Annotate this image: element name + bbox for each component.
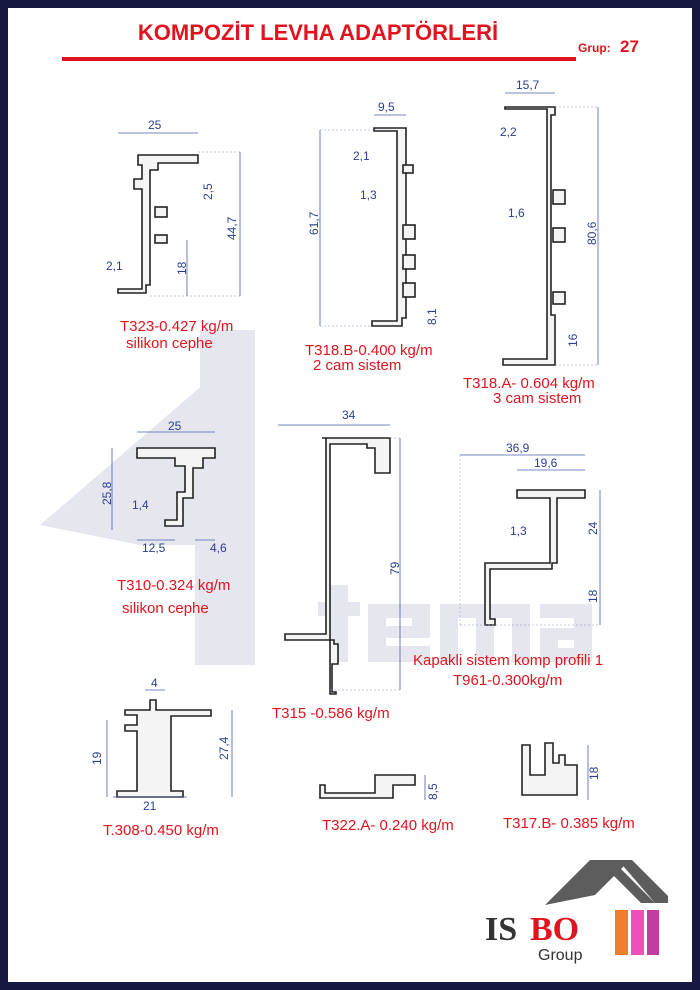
profile-sublabel: 3 cam sistem xyxy=(493,390,581,407)
profile-shape xyxy=(371,127,407,327)
profile-t317b: 18 T317.B- 0.385 kg/m xyxy=(503,742,635,832)
dimension-label: 4,6 xyxy=(210,541,227,555)
profile-shape xyxy=(368,604,430,662)
profile-t318b: 9,5 61,7 2,1 1,3 8,1 T318.B-0.400 kg/m 2… xyxy=(305,100,439,374)
dimension-label: 8,1 xyxy=(425,308,439,325)
profile-label: T315 -0.586 kg/m xyxy=(272,705,390,722)
dimension-label: 1,4 xyxy=(132,498,149,512)
profile-shape xyxy=(552,227,566,243)
dimension-label: 18 xyxy=(587,766,601,780)
profile-shape xyxy=(154,234,168,244)
profile-shape xyxy=(545,860,630,905)
profile-label: T323-0.427 kg/m xyxy=(120,318,233,335)
dimension-label: 36,9 xyxy=(506,441,530,455)
profile-t322a: 8,5 T322.A- 0.240 kg/m xyxy=(319,774,454,834)
dimension-label: 27,4 xyxy=(217,736,231,760)
profile-t310: 25 25,8 1,4 12,5 4,6 T310-0.324 kg/m sil… xyxy=(100,419,230,617)
dimension-label: 2,2 xyxy=(500,125,517,139)
dimension-label: 15,7 xyxy=(516,78,540,92)
profile-t318a: 15,7 2,2 1,6 80,6 16 T318.A- 0.604 kg/m … xyxy=(463,78,599,407)
profile-shape xyxy=(318,602,360,616)
dimension-label: 19 xyxy=(90,751,104,765)
dimension-label: 8,5 xyxy=(426,783,440,800)
dimension-label: 61,7 xyxy=(307,211,321,235)
dimension-label: 19,6 xyxy=(534,456,558,470)
logo-subtitle: Group xyxy=(538,947,583,964)
dimension-label: 2,1 xyxy=(106,259,123,273)
profile-shape xyxy=(502,106,556,366)
profile-shape xyxy=(440,604,530,662)
profile-sublabel: 2 cam sistem xyxy=(313,357,401,374)
profile-shape xyxy=(647,910,659,955)
dimension-label: 24 xyxy=(586,521,600,535)
profile-shape xyxy=(484,489,586,626)
profile-t315: 34 79 T315 -0.586 kg/m xyxy=(272,408,402,722)
profile-shape xyxy=(402,282,416,298)
dimension-label: 80,6 xyxy=(585,221,599,245)
profile-shape xyxy=(200,330,255,665)
dimension-label: 25 xyxy=(148,118,162,132)
dimension-label: 2,1 xyxy=(353,149,370,163)
profile-sublabel: T961-0.300kg/m xyxy=(453,672,562,689)
dimension-label: 16 xyxy=(566,333,580,347)
profile-label: T318.B-0.400 kg/m xyxy=(305,342,433,359)
dimension-label: 1,3 xyxy=(360,188,377,202)
profile-label: T.308-0.450 kg/m xyxy=(103,822,219,839)
group-label: Grup: xyxy=(578,41,611,55)
profile-label: T322.A- 0.240 kg/m xyxy=(322,817,454,834)
dimension-label: 1,6 xyxy=(508,206,525,220)
dimension-label: 79 xyxy=(388,561,402,575)
profile-shape xyxy=(618,860,668,903)
logo-name-part1: IS xyxy=(485,911,517,948)
dimension-label: 1,3 xyxy=(510,524,527,538)
profile-shape xyxy=(615,910,628,955)
group-number: 27 xyxy=(620,37,639,56)
profile-shape xyxy=(402,254,416,270)
page-title: KOMPOZİT LEVHA ADAPTÖRLERİ xyxy=(138,20,498,45)
dimension-label: 34 xyxy=(342,408,356,422)
profile-shape xyxy=(521,742,578,796)
profile-t308: 4 19 27,4 21 T.308-0.450 kg/m xyxy=(90,676,233,839)
dimension-label: 9,5 xyxy=(378,100,395,114)
dimension-label: 44,7 xyxy=(225,216,239,240)
profile-label: T310-0.324 kg/m xyxy=(117,577,230,594)
profile-t323: 25 2,5 44,7 2,1 18 T323-0.427 kg/m silik… xyxy=(106,118,241,352)
profile-sublabel: silikon cephe xyxy=(126,335,213,352)
profile-shape xyxy=(116,699,212,798)
dimension-label: 2,5 xyxy=(201,183,215,200)
dimension-label: 25 xyxy=(168,419,182,433)
profile-sublabel: silikon cephe xyxy=(122,600,209,617)
profile-shape xyxy=(117,154,199,294)
profile-shape xyxy=(552,291,566,305)
profile-shape xyxy=(136,447,216,527)
dimension-label: 4 xyxy=(151,676,158,690)
profile-shape xyxy=(631,910,644,955)
profile-label: Kapakli sistem komp profili 1 xyxy=(413,652,603,669)
dimension-label: 21 xyxy=(143,799,157,813)
profile-t961: 36,9 19,6 1,3 24 18 Kapakli sistem komp … xyxy=(413,441,603,689)
profile-shape xyxy=(598,860,655,903)
profile-label: T318.A- 0.604 kg/m xyxy=(463,375,595,392)
profile-shape xyxy=(154,206,168,218)
tema-watermark xyxy=(40,330,592,665)
profile-label: T317.B- 0.385 kg/m xyxy=(503,815,635,832)
dimension-label: 12,5 xyxy=(142,541,166,555)
title-underline xyxy=(62,57,576,61)
profile-shape xyxy=(540,604,592,662)
profile-shape xyxy=(402,224,416,240)
logo-name-part2: BO xyxy=(530,911,579,948)
profile-shape xyxy=(402,164,414,174)
dimension-label: 18 xyxy=(175,261,189,275)
dimension-label: 25,8 xyxy=(100,481,114,505)
dimension-label: 18 xyxy=(586,589,600,603)
profile-shape xyxy=(552,189,566,205)
profile-shape xyxy=(284,437,391,695)
profile-shape xyxy=(319,774,416,799)
isbo-group-logo: IS BO Group xyxy=(485,860,668,964)
